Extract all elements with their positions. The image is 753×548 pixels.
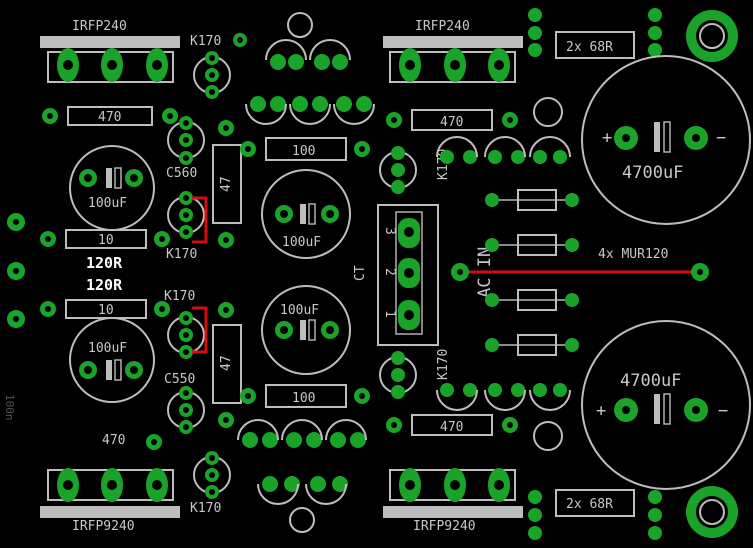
label-r100-a: 100 xyxy=(292,144,315,159)
label-68r-top: 2x 68R xyxy=(566,40,613,55)
resistor-100-b[interactable] xyxy=(240,384,370,408)
label-120r-a: 120R xyxy=(86,254,123,272)
jfet-k170-d[interactable] xyxy=(167,311,205,359)
label-k170-c: K170 xyxy=(166,247,197,262)
center-transistors-top[interactable] xyxy=(245,12,375,125)
center-transistors-bottom[interactable] xyxy=(237,419,367,533)
label-irfp240-left: IRFP240 xyxy=(72,19,127,34)
label-r47-a: 47 xyxy=(219,176,234,192)
label-cap100-a: 100uF xyxy=(88,196,127,211)
capacitor-4700uf-top[interactable]: + − xyxy=(581,55,751,225)
label-c560: C560 xyxy=(166,166,197,181)
label-cap100-b: 100uF xyxy=(88,341,127,356)
resistor-470-c[interactable] xyxy=(386,109,518,131)
label-cap100-c: 100uF xyxy=(282,235,321,250)
trace-red-upper xyxy=(192,196,208,244)
transistor-irfp240-right[interactable] xyxy=(383,36,523,83)
label-k170-f: K170 xyxy=(190,501,221,516)
label-irfp9240-right: IRFP9240 xyxy=(413,519,476,534)
capacitor-4700uf-bottom[interactable]: + − xyxy=(581,320,751,490)
mounting-hole-bottom xyxy=(686,486,738,538)
svg-text:+: + xyxy=(602,128,612,148)
diode-bridge-mur120[interactable] xyxy=(485,189,579,356)
resistor-100-a[interactable] xyxy=(240,137,370,161)
svg-text:+: + xyxy=(596,401,606,421)
label-mur: 4x MUR120 xyxy=(598,247,668,262)
label-irfp240-right: IRFP240 xyxy=(415,19,470,34)
jfet-k170-b-right[interactable] xyxy=(379,146,417,194)
label-irfp9240-left: IRFP9240 xyxy=(72,519,135,534)
mounting-hole-top xyxy=(686,10,738,62)
label-r10-a: 10 xyxy=(98,233,114,248)
transistor-irfp240-left[interactable] xyxy=(40,36,180,83)
transistor-c560[interactable] xyxy=(167,191,205,239)
resistor-47-b[interactable] xyxy=(212,302,242,428)
label-cap100-d: 100uF xyxy=(280,303,319,318)
right-transistors-top[interactable] xyxy=(436,97,571,164)
transistor-irfp9240-right[interactable] xyxy=(383,468,523,518)
transistor-irfp9240-left[interactable] xyxy=(40,468,180,518)
resistor-10-a[interactable] xyxy=(40,229,170,249)
right-transistors-bottom[interactable] xyxy=(436,383,571,451)
label-r100-b: 100 xyxy=(292,391,315,406)
capacitor-100uf-c[interactable] xyxy=(261,169,351,259)
label-ct: CT xyxy=(353,265,368,281)
resistor-68r-bottom[interactable] xyxy=(528,489,662,540)
transistor-c550[interactable] xyxy=(167,386,205,434)
capacitor-100uf-b[interactable] xyxy=(69,317,155,403)
label-r47-b: 47 xyxy=(219,355,234,371)
label-4700-top: 4700uF xyxy=(622,163,683,183)
label-r470-b: 470 xyxy=(102,433,125,448)
capacitor-100uf-a[interactable] xyxy=(69,145,155,231)
resistor-470-a[interactable] xyxy=(42,106,178,126)
resistor-470-d[interactable] xyxy=(386,414,518,436)
svg-text:−: − xyxy=(718,401,728,421)
label-k170-a: K170 xyxy=(190,34,221,49)
label-pin1: 1 xyxy=(382,310,397,318)
resistor-47-a[interactable] xyxy=(212,120,242,248)
jfet-k170-f[interactable] xyxy=(193,451,231,499)
jfet-k170-e[interactable] xyxy=(379,351,417,399)
label-k170-d: K170 xyxy=(164,289,195,304)
label-pin3: 3 xyxy=(382,227,397,235)
resistor-10-b[interactable] xyxy=(40,299,170,319)
label-pin2: 2 xyxy=(382,268,397,276)
label-4700-bottom: 4700uF xyxy=(620,371,681,391)
label-r10-b: 10 xyxy=(98,303,114,318)
label-120r-b: 120R xyxy=(86,276,123,294)
label-r470-c: 470 xyxy=(440,115,463,130)
resistor-68r-top[interactable] xyxy=(528,8,662,59)
label-side: 100n xyxy=(3,394,16,421)
jfet-k170-b[interactable] xyxy=(167,116,205,165)
connector-ac-in[interactable] xyxy=(377,204,439,346)
capacitor-100uf-d[interactable] xyxy=(261,285,351,375)
label-c550: C550 xyxy=(164,372,195,387)
label-r470-d: 470 xyxy=(440,420,463,435)
label-k170-e: K170 xyxy=(436,349,451,380)
trace-red-lower xyxy=(192,306,208,354)
label-68r-bottom: 2x 68R xyxy=(566,497,613,512)
svg-text:−: − xyxy=(716,128,726,148)
label-r470-a: 470 xyxy=(98,110,121,125)
jfet-k170-a[interactable] xyxy=(193,33,247,99)
